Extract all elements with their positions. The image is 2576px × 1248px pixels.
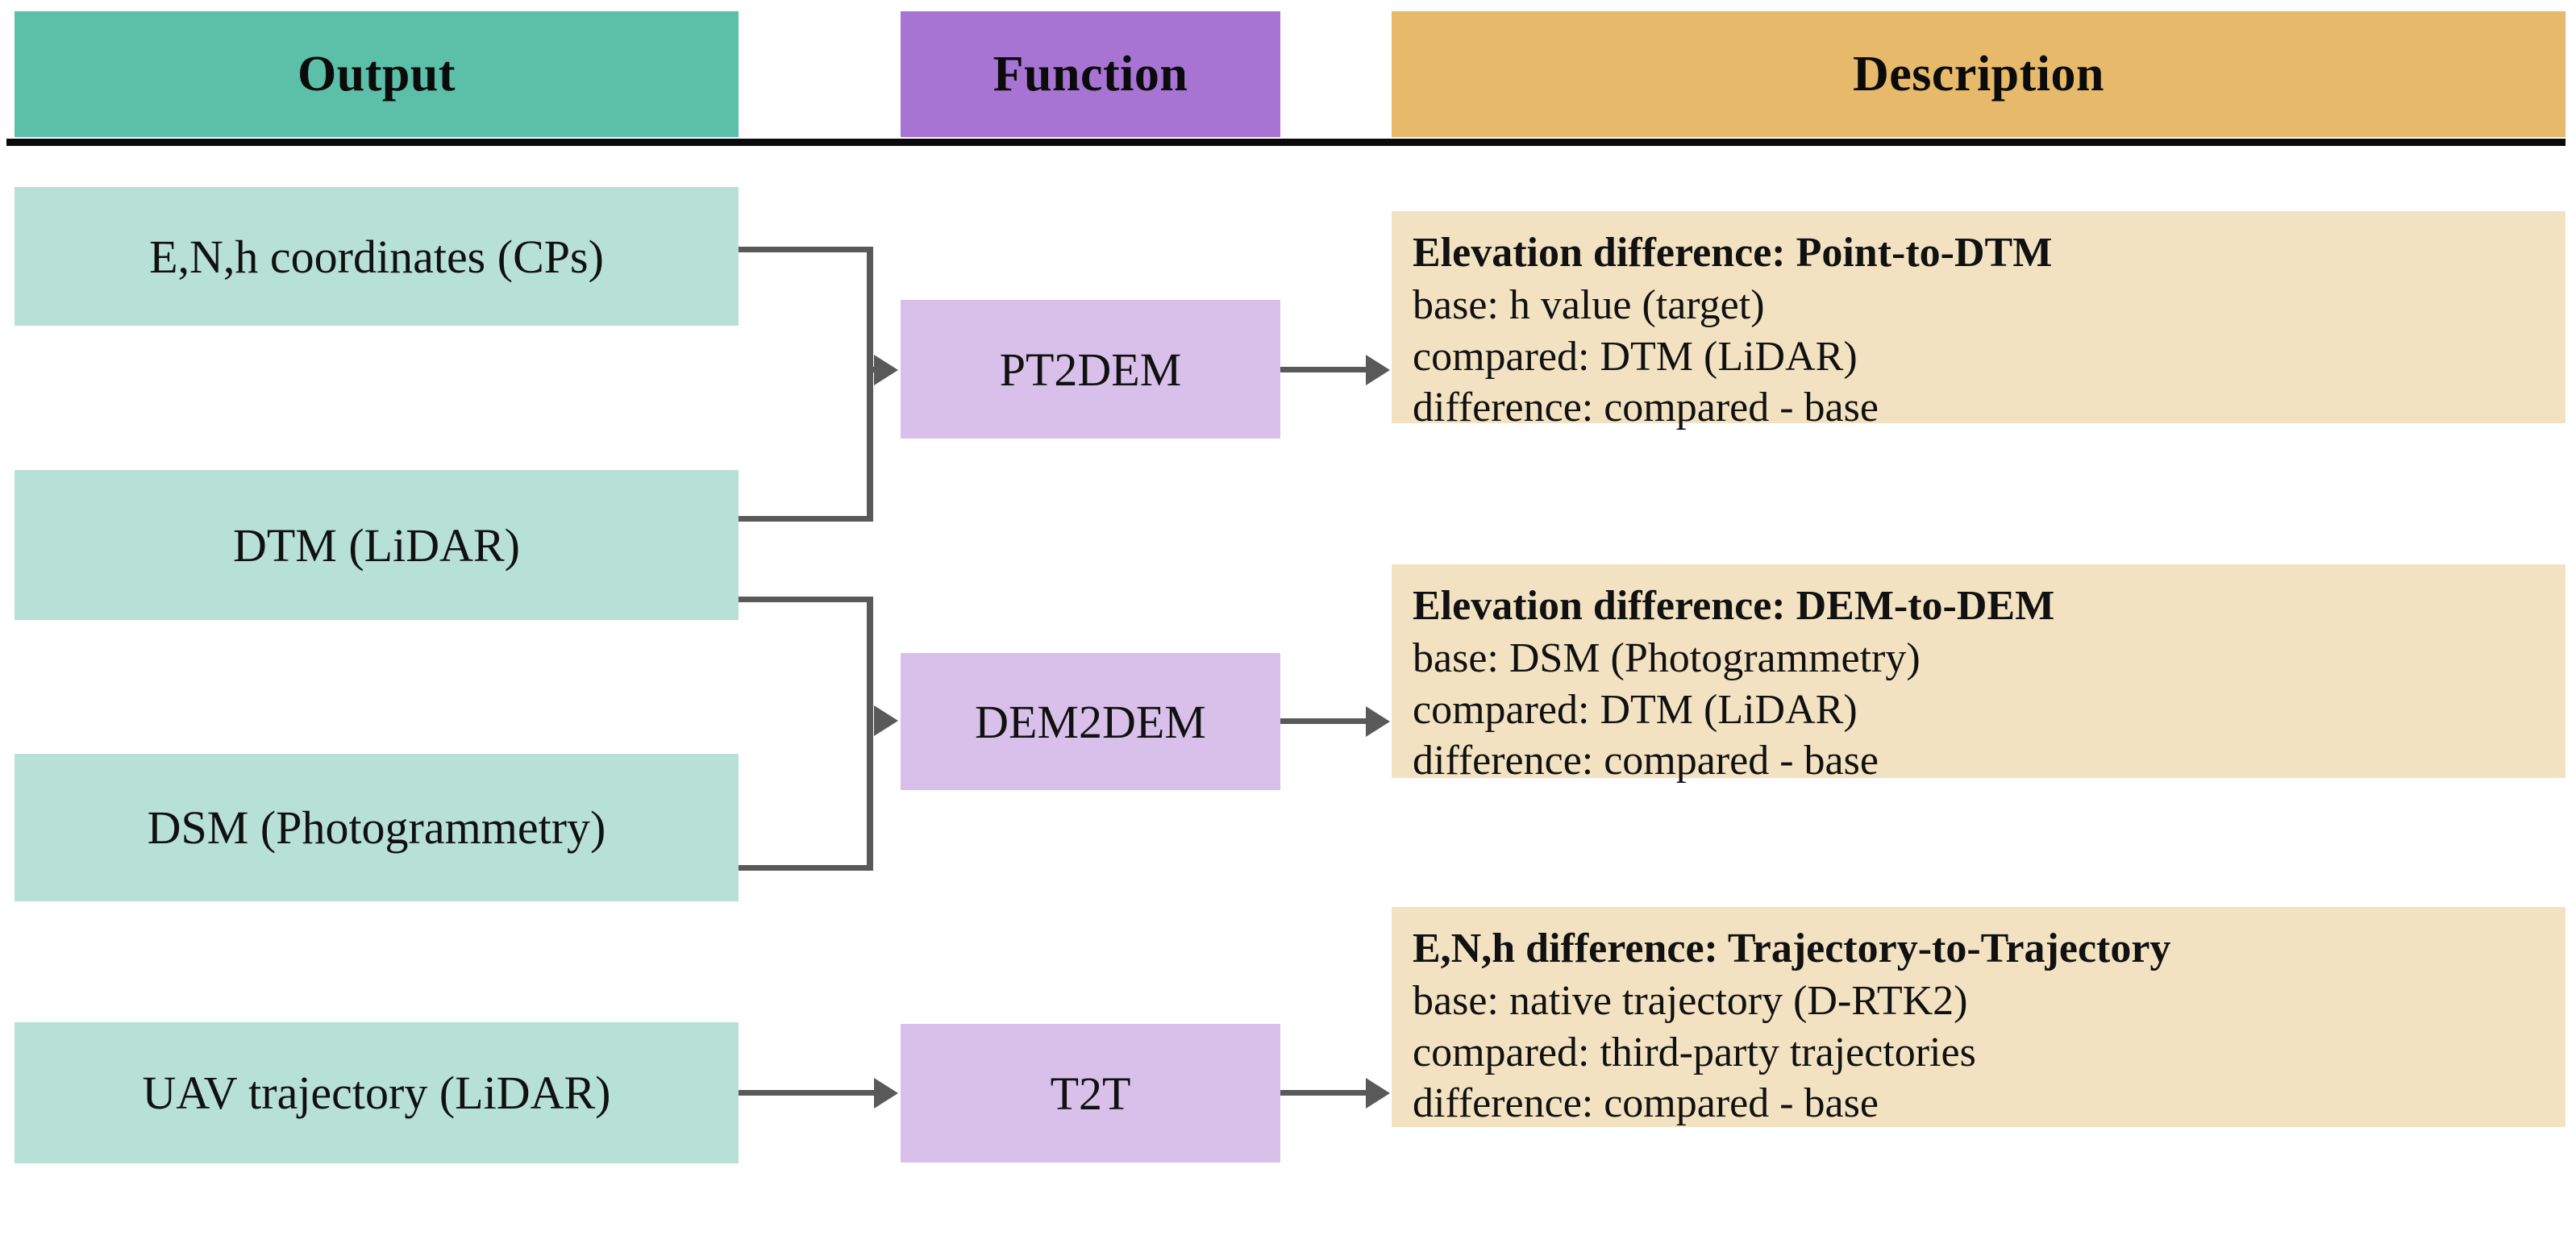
output-box-dtm: DTM (LiDAR): [15, 470, 739, 620]
description-base: base: native trajectory (D-RTK2): [1413, 978, 1968, 1025]
output-box-dsm: DSM (Photogrammetry): [15, 754, 739, 901]
description-compared: compared: third-party trajectories: [1413, 1029, 1976, 1075]
column-header-function: Function: [901, 11, 1280, 137]
description-difference: difference: compared - base: [1413, 385, 1879, 431]
output-box-uav-trajectory: UAV trajectory (LiDAR): [15, 1022, 739, 1163]
function-box-dem2dem: DEM2DEM: [901, 653, 1280, 790]
connector-pt2dem-to-desc1: [1280, 367, 1369, 372]
connector-junction1-bus: [867, 247, 873, 522]
arrow-head-into-desc2: [1366, 706, 1390, 737]
connector-cps-to-junction1: [739, 247, 872, 252]
connector-dtm-to-junction2: [739, 597, 872, 602]
description-box-dem-to-dem: Elevation difference: DEM-to-DEM base: D…: [1392, 564, 2566, 784]
arrow-head-into-pt2dem: [874, 355, 898, 385]
description-title: E,N,h difference: Trajectory-to-Trajecto…: [1413, 926, 2171, 971]
connector-dem2dem-to-desc2: [1280, 718, 1369, 724]
description-box-trajectory-to-trajectory: E,N,h difference: Trajectory-to-Trajecto…: [1392, 907, 2566, 1127]
function-box-pt2dem: PT2DEM: [901, 300, 1280, 439]
connector-traj-to-t2t: [739, 1090, 876, 1096]
arrow-head-into-desc3: [1366, 1078, 1390, 1109]
description-base: base: DSM (Photogrammetry): [1413, 635, 1921, 682]
connector-t2t-to-desc3: [1280, 1090, 1369, 1096]
description-compared: compared: DTM (LiDAR): [1413, 686, 1858, 733]
description-difference: difference: compared - base: [1413, 738, 1879, 784]
description-base: base: h value (target): [1413, 282, 1765, 329]
description-box-point-to-dtm: Elevation difference: Point-to-DTM base:…: [1392, 211, 2566, 431]
description-title: Elevation difference: DEM-to-DEM: [1413, 583, 2055, 629]
description-title: Elevation difference: Point-to-DTM: [1413, 230, 2053, 276]
header-divider-rule: [6, 139, 2566, 146]
connector-pt2dem-inbound: [867, 367, 876, 372]
arrow-head-into-dem2dem: [874, 705, 898, 736]
connector-dtm-to-junction1: [739, 516, 872, 522]
arrow-head-into-desc1: [1366, 355, 1390, 385]
arrow-head-traj-to-t2t: [874, 1078, 898, 1109]
connector-junction2-bus: [867, 597, 873, 871]
column-header-description: Description: [1392, 11, 2566, 137]
connector-dsm-to-junction2: [739, 865, 872, 871]
description-difference: difference: compared - base: [1413, 1080, 1879, 1127]
output-box-cps: E,N,h coordinates (CPs): [15, 187, 739, 326]
function-box-t2t: T2T: [901, 1024, 1280, 1163]
column-header-output: Output: [15, 11, 739, 137]
description-compared: compared: DTM (LiDAR): [1413, 333, 1858, 380]
